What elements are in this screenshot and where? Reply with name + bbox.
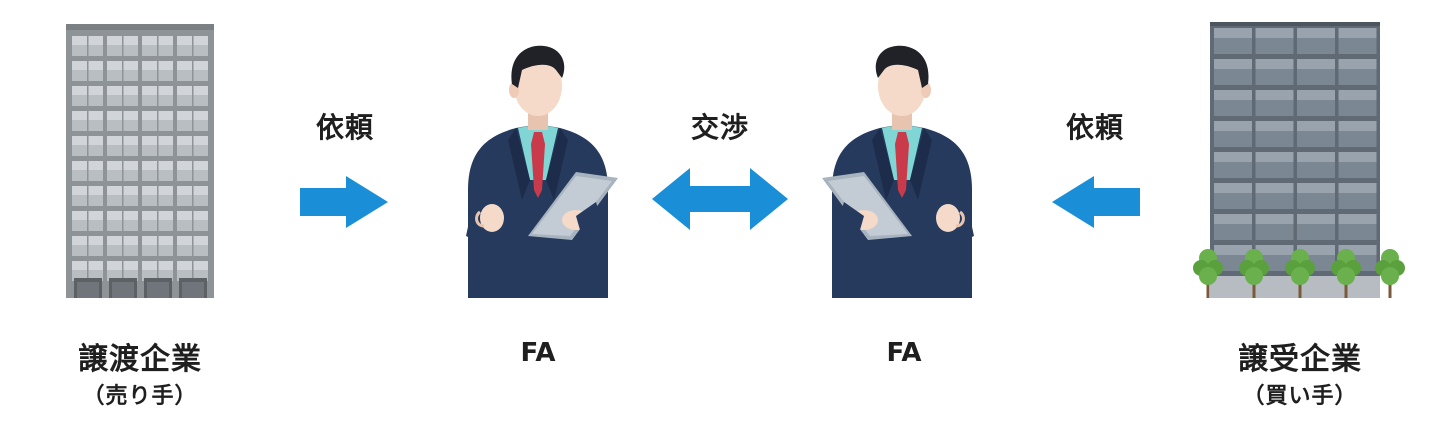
arrow-left-icon	[1052, 176, 1140, 228]
advisor-right-label: FA	[886, 338, 922, 368]
negotiation-label: 交渉	[690, 111, 749, 144]
seller-role: （売り手）	[82, 384, 198, 409]
request-label-right: 依頼	[1065, 111, 1124, 144]
request-label-left: 依頼	[315, 111, 374, 144]
businessman-icon	[822, 45, 974, 298]
advisor-left-label: FA	[520, 338, 556, 368]
seller-building-icon	[66, 24, 214, 298]
buyer-building-icon	[1193, 22, 1405, 298]
arrow-right-icon	[300, 176, 388, 228]
buyer-name: 譲受企業	[1238, 342, 1362, 377]
buyer-role: （買い手）	[1242, 384, 1358, 409]
double-arrow-icon	[652, 168, 788, 230]
businessman-icon	[466, 45, 618, 298]
seller-name: 譲渡企業	[78, 342, 202, 377]
